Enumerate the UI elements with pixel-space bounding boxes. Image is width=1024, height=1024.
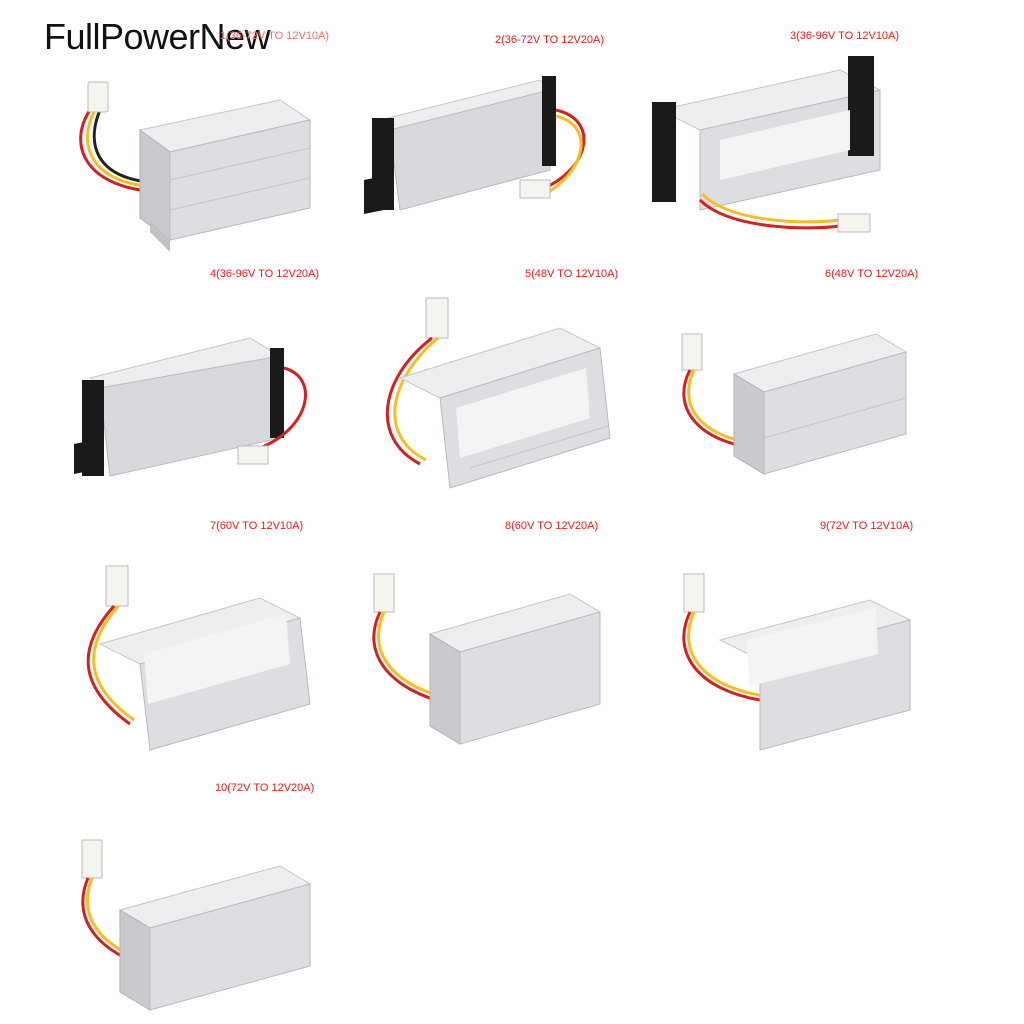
product-5: 5(48V TO 12V10A) [360,268,660,508]
product-label: 2(36-72V TO 12V20A) [495,34,605,46]
converter-image [652,56,882,233]
converter-image [681,333,908,475]
converter-image [74,337,307,477]
product-7: 7(60V TO 12V10A) [60,514,360,754]
product-8: 8(60V TO 12V20A) [360,514,660,754]
product-label: 8(60V TO 12V20A) [505,520,599,532]
converter-image [385,297,611,489]
product-label: 3(36-96V TO 12V10A) [790,30,900,42]
product-1: 1(36-72V TO 12V10A) [60,30,360,270]
product-label: 10(72V TO 12V20A) [215,782,315,794]
product-6: 6(48V TO 12V20A) [660,268,960,508]
product-3: 3(36-96V TO 12V10A) [640,30,940,270]
product-label: 9(72V TO 12V10A) [820,520,914,532]
converter-image [86,565,311,751]
product-4: 4(36-96V TO 12V20A) [60,268,360,508]
converter-image [364,76,586,214]
brand-watermark: FullPowerNew [44,16,271,57]
converter-image [79,81,312,252]
product-label: 4(36-96V TO 12V20A) [210,268,320,280]
converter-image [372,573,602,745]
product-2: 2(36-72V TO 12V20A) [360,30,660,270]
product-label: 5(48V TO 12V10A) [525,268,619,280]
converter-image [682,573,912,751]
product-label: 6(48V TO 12V20A) [825,268,919,280]
product-10: 10(72V TO 12V20A) [60,780,360,1020]
product-label: 1(36-72V TO 12V10A) [220,30,330,42]
product-9: 9(72V TO 12V10A) [660,514,960,754]
converter-image [81,839,312,1011]
product-label: 7(60V TO 12V10A) [210,520,304,532]
